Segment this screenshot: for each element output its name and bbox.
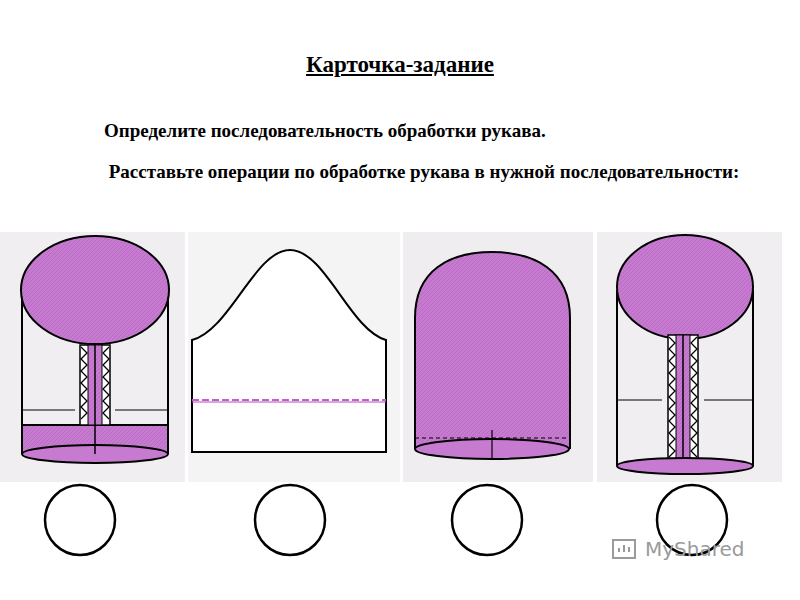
zigzag-stroke [81, 347, 87, 419]
watermark: MyShared [645, 537, 745, 561]
instruction-text: Определите последовательность обработки … [104, 120, 546, 142]
zigzag-seam [669, 337, 697, 457]
zigzag-seam [81, 347, 109, 419]
card-title: Карточка-задание [0, 52, 800, 78]
zigzag-stroke [669, 337, 675, 457]
zigzag-stroke [103, 347, 109, 419]
zigzag-stroke [691, 337, 697, 457]
instruction-text: Расставьте операции по обработке рукава … [104, 155, 744, 189]
